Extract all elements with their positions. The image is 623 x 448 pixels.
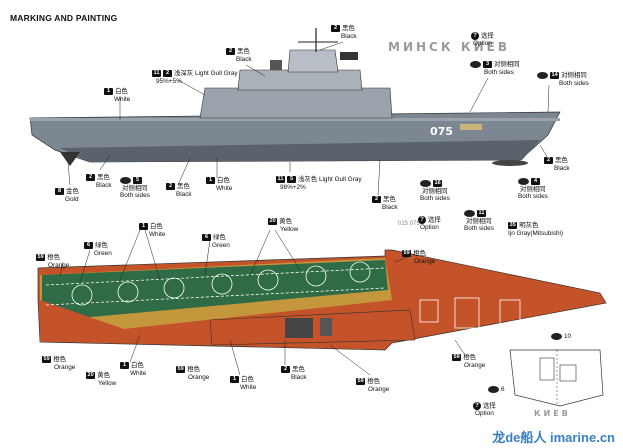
- bow-detail: [509, 349, 604, 407]
- hull-number: 075: [430, 125, 453, 138]
- small-hull-numbers: 015 075: [398, 221, 420, 227]
- callout-decal-10: 10: [551, 333, 571, 341]
- ship-name-bottom: КИЕВ: [534, 409, 571, 418]
- leader-lines: [59, 41, 550, 376]
- watermark: 龙de船人 imarine.cn: [492, 430, 615, 445]
- side-profile: 075: [29, 28, 561, 166]
- ship-name-top: МИНСК КИЕВ: [388, 40, 511, 54]
- deck-plan: [37, 249, 607, 351]
- page-title: MARKING AND PAINTING: [10, 13, 118, 23]
- callout-decal-6: 6: [488, 386, 505, 394]
